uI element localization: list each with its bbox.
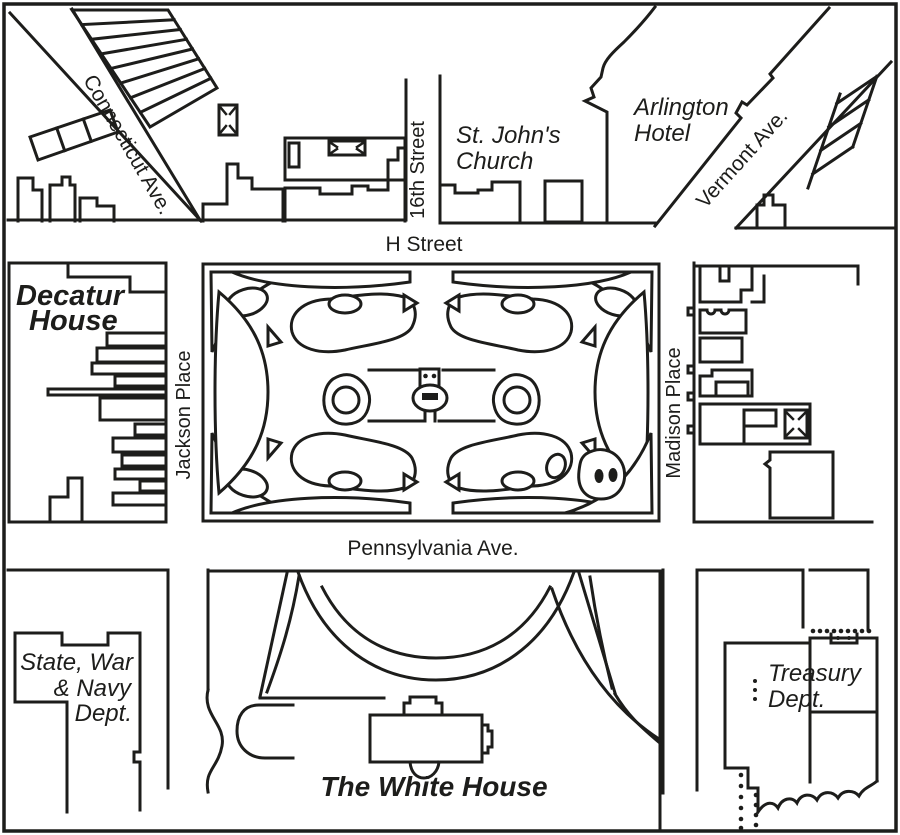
white-house-grounds [205, 568, 664, 832]
label-16th-street: 16th Street [407, 121, 429, 219]
label-treasury-line1: Treasury [768, 660, 863, 687]
north-drive-outer-arc [296, 570, 576, 682]
jackson-place-rowhouses [46, 331, 168, 507]
lafayette-park [201, 262, 661, 523]
east-fountain-circle [502, 385, 532, 415]
white-house-building [368, 695, 494, 780]
treasury-west-dots [738, 679, 759, 831]
label-arlington-line1: Arlington [632, 94, 729, 121]
north-drive-inner-arc [319, 584, 553, 660]
label-st-johns-line2: Church [456, 148, 533, 175]
hatched-block-small [28, 108, 120, 162]
vermont-ave-west-edge [652, 5, 832, 229]
square-building [543, 179, 584, 224]
stepped-building [201, 162, 285, 223]
label-white-house: The White House [320, 771, 547, 802]
west-fountain-circle [331, 385, 361, 415]
madison-place-block [686, 261, 874, 524]
st-johns-buildings [438, 180, 522, 225]
connecticut-ave-west-edge [7, 10, 204, 224]
treasury-scalloped-edge [755, 778, 880, 815]
hatched-rowhouse-block [69, 8, 220, 130]
west-diagonal-path-2 [265, 574, 301, 694]
south-drive-loop [235, 703, 295, 760]
arlington-hotel-west-boundary [581, 4, 658, 225]
state-war-navy-block [13, 568, 170, 814]
east-diagonal-path-2 [588, 575, 614, 690]
southeast-small-bed [545, 452, 567, 480]
label-swn-line1: State, War [20, 649, 134, 676]
label-swn-line2: & Navy [54, 675, 133, 702]
west-winding-path [205, 688, 224, 794]
small-stepped-building [755, 193, 787, 230]
st-johns-arlington-block [438, 4, 895, 231]
small-buildings-west [16, 175, 116, 223]
madison-buildings [698, 264, 835, 520]
west-crescent-lawn [213, 289, 270, 497]
h-street-north-buildings [283, 136, 407, 223]
decatur-house-block [7, 261, 168, 524]
southeast-feature-with-dots [577, 448, 627, 501]
label-pennsylvania-ave: Pennsylvania Ave. [347, 537, 518, 560]
label-decatur-line1: Decatur [16, 280, 126, 312]
label-decatur-line2: House [29, 305, 118, 337]
park-inner-lawns [231, 270, 420, 354]
label-st-johns-line1: St. John's [456, 122, 561, 149]
label-swn-line3: Dept. [75, 700, 132, 727]
connecticut-avenue-block [6, 6, 442, 224]
hatched-block-vermont [806, 74, 879, 190]
treasury-block [661, 568, 880, 831]
label-jackson-place: Jackson Place [173, 351, 195, 480]
courtyard-building-marker [217, 103, 239, 137]
treasury-building [723, 636, 880, 815]
central-statue-area [367, 367, 496, 423]
stepped-building-south [48, 476, 84, 524]
vermont-ave-east-edge [733, 59, 894, 231]
west-diagonal-path-1 [258, 571, 289, 699]
label-arlington-line2: Hotel [634, 120, 691, 147]
label-h-street: H Street [385, 233, 462, 256]
east-drive-curve-2 [612, 691, 664, 747]
label-madison-place: Madison Place [663, 347, 685, 478]
label-treasury-line2: Dept. [768, 686, 825, 713]
